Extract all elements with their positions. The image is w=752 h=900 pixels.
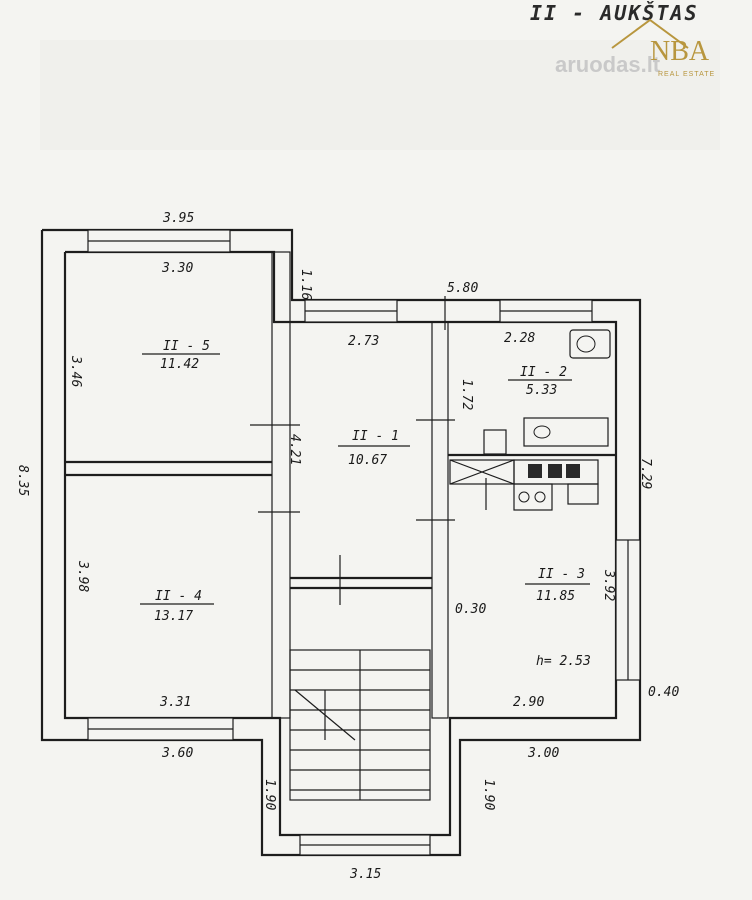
dim-room4-height: 3.98 xyxy=(75,560,90,592)
watermark-tagline: REAL ESTATE xyxy=(658,71,715,78)
dim-top-left: 3.95 xyxy=(162,211,194,226)
room1-id: II - 1 xyxy=(352,429,399,444)
dimension-labels: 3.95 3.30 1.16 5.80 2.73 2.28 3.46 1.72 … xyxy=(15,211,679,882)
dim-bottom-right: 3.00 xyxy=(527,746,559,761)
watermark-site: aruodas.lt xyxy=(555,52,661,77)
dim-stair-width: 3.15 xyxy=(349,867,381,882)
interior-walls xyxy=(65,251,616,719)
watermark-brand: NBA xyxy=(650,36,710,67)
room3-ceiling-height: h= 2.53 xyxy=(536,654,591,669)
dim-bottom-left: 3.60 xyxy=(161,746,193,761)
room4-area: 13.17 xyxy=(154,609,193,624)
dim-wc-width: 2.28 xyxy=(504,331,535,346)
floor-title: II - AUKŠTAS xyxy=(530,1,699,25)
copy-noise xyxy=(40,40,720,150)
room2-area: 5.33 xyxy=(526,383,557,398)
outer-walls xyxy=(40,228,642,857)
dim-room5-height: 3.46 xyxy=(68,355,83,387)
dim-stair-left: 1.90 xyxy=(262,779,277,810)
dim-wc-height: 1.72 xyxy=(459,379,474,410)
dim-corridor-height: 4.21 xyxy=(287,434,302,465)
dim-stair-right: 1.90 xyxy=(481,779,496,810)
dim-room4-width: 3.31 xyxy=(159,695,191,710)
dim-corridor-width: 2.73 xyxy=(348,334,379,349)
room3-id: II - 3 xyxy=(538,567,585,582)
dim-wall-offset: 1.16 xyxy=(298,269,313,300)
dim-partition: 0.30 xyxy=(455,602,486,617)
dim-kitchen-height: 3.92 xyxy=(601,569,616,601)
dim-left-total: 8.35 xyxy=(15,465,30,496)
nba-logo: NBA REAL ESTATE xyxy=(611,18,715,78)
dim-kitchen-width: 2.90 xyxy=(513,695,544,710)
kitchen-fixtures xyxy=(449,429,599,511)
room3-area: 11.85 xyxy=(536,589,575,604)
room4-id: II - 4 xyxy=(155,589,202,604)
bathroom-fixtures xyxy=(523,329,611,447)
room5-area: 11.42 xyxy=(160,357,199,372)
dim-room5-width: 3.30 xyxy=(161,261,193,276)
room-labels: II - 5 11.42 II - 2 5.33 II - 1 10.67 II… xyxy=(140,339,591,669)
windows xyxy=(87,229,641,856)
dim-side-wall: 0.40 xyxy=(648,685,679,700)
staircase xyxy=(289,649,431,801)
dim-overall-width: 5.80 xyxy=(447,281,478,296)
room1-area: 10.67 xyxy=(348,453,387,468)
room5-id: II - 5 xyxy=(163,339,210,354)
dim-right-total: 7.29 xyxy=(638,458,653,489)
room2-id: II - 2 xyxy=(520,365,567,380)
